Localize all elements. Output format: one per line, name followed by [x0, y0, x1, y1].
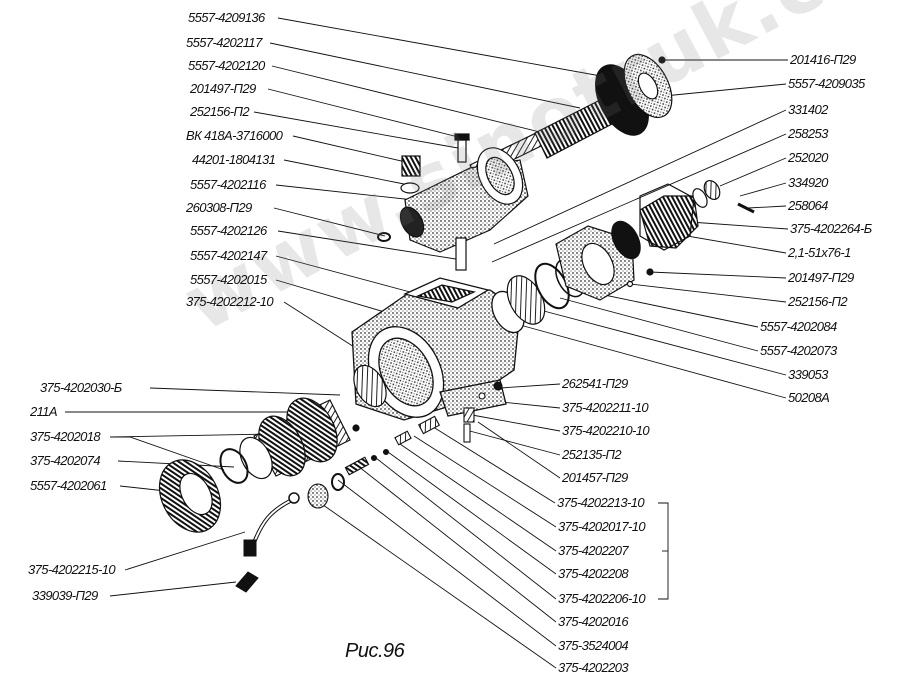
- label-375-4202018: 375-4202018: [30, 429, 101, 444]
- label-262541-p29: 262541-П29: [562, 376, 628, 391]
- label-375-4202016: 375-4202016: [558, 614, 629, 629]
- figure-caption: Рис.96: [345, 640, 405, 662]
- label-5557-4202147: 5557-4202147: [190, 248, 267, 263]
- label-375-4202210-10: 375-4202210-10: [562, 423, 650, 438]
- label-375-4202212-10: 375-4202212-10: [186, 294, 274, 309]
- label-vk418a: ВК 418А-3716000: [186, 128, 283, 143]
- label-201497-p29-left: 201497-П29: [190, 81, 256, 96]
- lower-shaft-gears: [158, 364, 387, 533]
- sensor-cable: [235, 492, 300, 593]
- label-258253: 258253: [788, 126, 828, 141]
- label-5557-4202061: 5557-4202061: [30, 478, 107, 493]
- label-331402: 331402: [788, 102, 828, 117]
- label-201497-p29-right: 201497-П29: [788, 270, 854, 285]
- label-375-4202017-10: 375-4202017-10: [558, 519, 646, 534]
- label-375-4202207: 375-4202207: [558, 543, 629, 558]
- label-252135-p2: 252135-П2: [562, 447, 622, 462]
- label-252156-p2-left: 252156-П2: [190, 104, 250, 119]
- label-375-4202208: 375-4202208: [558, 566, 629, 581]
- label-50208a: 50208А: [788, 390, 830, 405]
- label-375-4202074: 375-4202074: [30, 453, 101, 468]
- label-5557-4202015: 5557-4202015: [190, 272, 267, 287]
- label-375-4202206-10: 375-4202206-10: [558, 591, 646, 606]
- label-375-4202264-b: 375-4202264-Б: [790, 221, 872, 236]
- label-375-4202215-10: 375-4202215-10: [28, 562, 116, 577]
- label-5557-4202126: 5557-4202126: [190, 223, 267, 238]
- label-260308-p29: 260308-П29: [186, 200, 252, 215]
- label-375-4202203: 375-4202203: [558, 660, 629, 675]
- label-258064: 258064: [788, 198, 828, 213]
- small-shift-parts: [307, 381, 503, 509]
- label-201416-p29: 201416-П29: [790, 52, 856, 67]
- right-side-parts: [506, 179, 755, 325]
- label-5557-4202084: 5557-4202084: [760, 319, 837, 334]
- label-5557-4202117: 5557-4202117: [186, 35, 262, 50]
- label-334920: 334920: [788, 175, 828, 190]
- label-5557-4209136: 5557-4209136: [188, 10, 265, 25]
- label-5557-4202073: 5557-4202073: [760, 343, 837, 358]
- upper-housing: [377, 133, 529, 271]
- label-375-4202030-b: 375-4202030-Б: [40, 380, 122, 395]
- label-5557-4209035: 5557-4209035: [788, 76, 865, 91]
- label-252020: 252020: [788, 150, 828, 165]
- label-44201-1804131: 44201-1804131: [192, 152, 276, 167]
- label-339039-p29: 339039-П29: [32, 588, 98, 603]
- label-375-3524004: 375-3524004: [558, 638, 629, 653]
- label-5557-4202120: 5557-4202120: [188, 58, 265, 73]
- leader-lines: [65, 17, 789, 669]
- label-375-4202211-10: 375-4202211-10: [562, 400, 649, 415]
- label-375-4202213-10: 375-4202213-10: [557, 495, 645, 510]
- label-211a: 211А: [30, 404, 58, 419]
- label-2-1-51x76-1: 2,1-51х76-1: [788, 245, 851, 260]
- main-housing: [351, 277, 525, 421]
- label-5557-4202116: 5557-4202116: [190, 177, 266, 192]
- label-252156-p2-right: 252156-П2: [788, 294, 848, 309]
- label-201457-p29: 201457-П29: [562, 470, 628, 485]
- label-339053: 339053: [788, 367, 828, 382]
